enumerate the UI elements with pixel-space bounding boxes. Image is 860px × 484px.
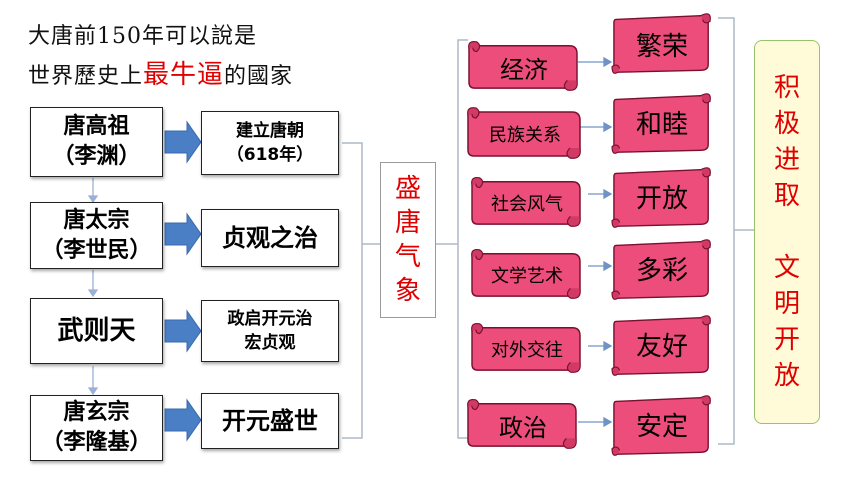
title-emphasis: 最牛逼 <box>143 60 225 90</box>
result-stable: 安定 <box>635 411 688 442</box>
emperor-name: 唐高祖 <box>63 114 130 139</box>
conclusion-char: 极 <box>773 109 800 139</box>
event-line-1: 开元盛世 <box>222 407 318 435</box>
emperor-personal-name: （李世民） <box>41 237 152 263</box>
result-colorful: 多彩 <box>635 255 688 286</box>
emperor-name: 唐太宗 <box>63 207 130 233</box>
emperor-box-gaozu: 唐高祖 （李渊） <box>30 107 163 177</box>
aspect-economy: 经济 <box>500 55 548 84</box>
result-prosperous: 繁荣 <box>635 31 688 62</box>
aspect-politics: 政治 <box>499 413 547 442</box>
result-harmonious: 和睦 <box>635 109 688 140</box>
conclusion-char: 明 <box>773 289 800 319</box>
center-label-box: 盛 唐 气 象 <box>380 162 436 318</box>
conclusion-box: 积 极 进 取 文 明 开 放 <box>754 40 820 424</box>
event-line-1: 建立唐朝 <box>236 121 304 141</box>
emperor-sequence-arrows <box>87 178 99 396</box>
center-label-char: 象 <box>394 276 421 306</box>
event-box-zhenguan: 贞观之治 <box>201 209 339 267</box>
emperor-box-taizong: 唐太宗 （李世民） <box>30 202 163 269</box>
aspect-foreign-relations: 对外交往 <box>491 340 563 361</box>
title-line-2-suffix: 的國家 <box>224 64 294 89</box>
conclusion-char: 开 <box>773 325 800 355</box>
conclusion-char: 进 <box>773 145 800 175</box>
result-friendly: 友好 <box>635 331 688 362</box>
aspect-result-arrows <box>578 56 613 428</box>
events-bracket <box>342 142 363 439</box>
emperor-box-wuzetian: 武则天 <box>30 298 163 364</box>
event-line-2: （618年） <box>226 145 314 165</box>
title-line-2: 世界歷史上最牛逼的國家 <box>28 54 293 91</box>
emperor-personal-name: （李隆基） <box>41 430 152 455</box>
conclusion-char: 取 <box>773 181 800 211</box>
event-line-1: 贞观之治 <box>222 224 318 252</box>
conclusion-char: 积 <box>773 73 800 103</box>
center-label-char: 盛 <box>394 174 421 204</box>
conclusion-char: 文 <box>773 253 800 283</box>
emperor-box-xuanzong: 唐玄宗 （李隆基） <box>30 395 163 461</box>
emperor-name: 武则天 <box>57 316 136 346</box>
event-box-founding: 建立唐朝 （618年） <box>201 111 339 175</box>
result-open: 开放 <box>635 183 688 214</box>
center-label-char: 唐 <box>394 208 421 238</box>
emperor-personal-name: （李渊） <box>52 144 141 169</box>
title-line-1: 大唐前150年可以說是 <box>28 24 257 49</box>
aspects-bracket <box>457 39 468 439</box>
center-label-char: 气 <box>394 242 421 272</box>
event-line-1: 政启开元治 <box>227 309 313 329</box>
event-line-2: 宏贞观 <box>244 333 296 353</box>
emperor-event-arrows <box>164 120 202 442</box>
conclusion-char: 放 <box>773 361 800 391</box>
aspect-social-customs: 社会风气 <box>491 194 563 215</box>
aspect-literature-art: 文学艺术 <box>491 266 563 287</box>
title-line-2-prefix: 世界歷史上 <box>28 64 144 89</box>
emperor-name: 唐玄宗 <box>63 400 130 425</box>
results-bracket <box>718 17 735 445</box>
event-box-kaiyuan-start: 政启开元治 宏贞观 <box>201 300 339 362</box>
aspect-ethnic-relations: 民族关系 <box>489 125 561 146</box>
event-box-kaiyuan-prosperity: 开元盛世 <box>201 393 339 449</box>
